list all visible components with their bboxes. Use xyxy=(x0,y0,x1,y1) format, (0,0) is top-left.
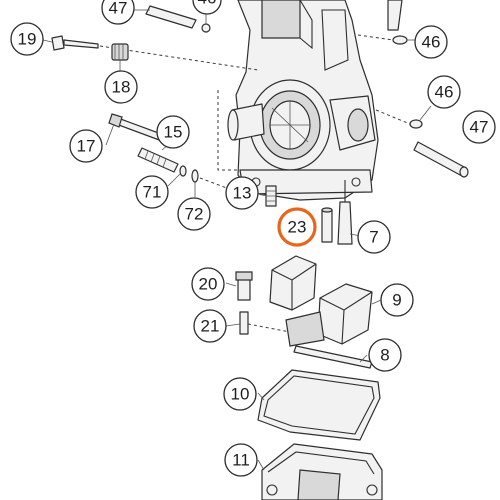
screw-21 xyxy=(239,311,291,335)
float-9 xyxy=(269,255,373,347)
callout-11: 11 xyxy=(224,443,258,477)
callout-8: 8 xyxy=(368,338,402,372)
callout-10-label: 10 xyxy=(231,385,250,404)
callout-10: 10 xyxy=(223,377,257,411)
highlight-ring xyxy=(277,207,317,247)
callout-46-top-right: 46 xyxy=(414,25,448,59)
callout-9: 9 xyxy=(380,283,414,317)
callout-47-right-label: 47 xyxy=(470,118,489,137)
callout-21: 21 xyxy=(193,309,227,343)
callout-11-label: 11 xyxy=(232,451,250,470)
callout-72: 72 xyxy=(177,197,211,231)
callout-23-highlighted: 23 xyxy=(277,207,317,247)
jet-23 xyxy=(321,207,333,243)
callout-19: 19 xyxy=(10,22,44,56)
bolt-20 xyxy=(235,271,253,301)
leader-lines xyxy=(42,9,432,471)
washer-71 xyxy=(179,165,187,177)
callout-7: 7 xyxy=(357,220,391,254)
cable-adjuster-top xyxy=(387,0,403,31)
callout-47-right: 47 xyxy=(462,110,496,144)
callout-20: 20 xyxy=(191,267,225,301)
callout-8-label: 8 xyxy=(380,346,389,365)
pin-47-right xyxy=(413,141,469,178)
jet-13 xyxy=(265,185,277,207)
callout-9-label: 9 xyxy=(392,291,401,310)
callout-17-label: 17 xyxy=(77,137,96,156)
screw-19 xyxy=(51,35,259,71)
leader-body xyxy=(217,90,240,171)
callout-72-label: 72 xyxy=(185,205,204,224)
callout-46-top-left: 46 xyxy=(192,0,222,15)
callout-47-top-label: 47 xyxy=(109,0,128,18)
clip-46-top xyxy=(357,34,408,45)
float-pin-8 xyxy=(293,345,373,369)
oring-72 xyxy=(191,169,233,191)
callout-15: 15 xyxy=(156,115,190,149)
callout-71-label: 71 xyxy=(143,183,162,202)
spring-18 xyxy=(111,43,129,61)
needle-jet-7 xyxy=(337,180,353,245)
callout-71: 71 xyxy=(135,175,169,209)
callout-18: 18 xyxy=(104,70,138,104)
callout-7-label: 7 xyxy=(369,228,378,247)
carburetor-body xyxy=(227,0,379,201)
callout-20-label: 20 xyxy=(199,275,218,294)
callout-46-top-right-label: 46 xyxy=(422,33,441,52)
callout-46-right-label: 46 xyxy=(435,83,454,102)
callout-18-label: 18 xyxy=(112,78,131,97)
clip-46-right xyxy=(375,109,423,129)
pin-47-top xyxy=(145,5,211,33)
float-bowl-11 xyxy=(261,443,383,500)
callout-13-label: 13 xyxy=(233,184,252,203)
callout-46-top-left-label: 46 xyxy=(198,0,217,8)
callout-23-label: 23 xyxy=(288,218,307,237)
callout-13: 13 xyxy=(225,176,259,210)
gasket-10 xyxy=(257,369,381,441)
callout-17: 17 xyxy=(69,129,103,163)
callout-46-right: 46 xyxy=(427,75,461,109)
callout-19-label: 19 xyxy=(18,30,37,49)
callout-47-top: 47 xyxy=(101,0,135,25)
screw-15 xyxy=(137,147,179,173)
callout-15-label: 15 xyxy=(164,123,183,142)
callout-21-label: 21 xyxy=(201,317,220,336)
